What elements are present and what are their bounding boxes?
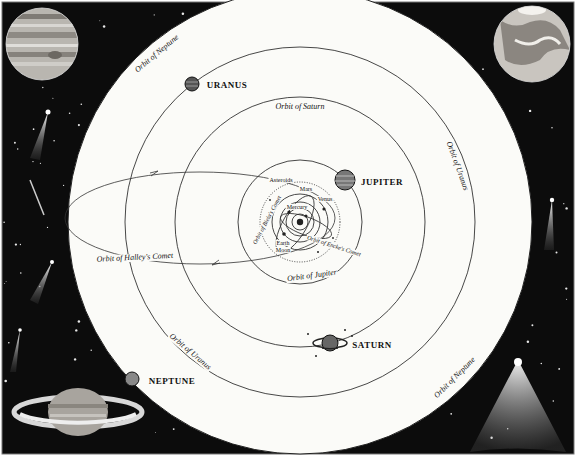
- planet-name: JUPITER: [360, 178, 404, 187]
- star: [4, 380, 7, 383]
- great-comet: [470, 360, 566, 452]
- sun: [297, 219, 303, 225]
- star: [17, 148, 18, 149]
- star: [556, 252, 558, 254]
- star: [75, 329, 77, 331]
- star: [52, 98, 53, 99]
- star: [20, 244, 21, 245]
- uranus-planet: [185, 77, 199, 91]
- comet-orbits: [65, 172, 335, 264]
- body-label: Mercury: [286, 204, 309, 210]
- planet-name: SATURN: [351, 341, 392, 350]
- orbits: [125, 47, 475, 397]
- body-label: Mars: [299, 186, 313, 192]
- star: [182, 12, 185, 15]
- star: [42, 87, 43, 88]
- star: [78, 320, 81, 323]
- star: [74, 358, 76, 360]
- star: [558, 368, 560, 370]
- direction-mark: [150, 171, 158, 176]
- planet-name: URANUS: [206, 81, 249, 90]
- body-label: Venus: [317, 196, 334, 202]
- star: [551, 127, 552, 128]
- star: [90, 349, 91, 350]
- star: [155, 432, 157, 434]
- planet-name: NEPTUNE: [148, 377, 197, 386]
- star: [531, 324, 533, 326]
- star: [563, 203, 564, 204]
- star: [541, 363, 543, 365]
- star: [527, 340, 529, 342]
- direction-mark: [212, 260, 220, 265]
- star: [173, 428, 175, 430]
- body-label: Asteroids: [269, 177, 294, 183]
- body-label: Earth: [276, 240, 291, 246]
- star: [154, 14, 155, 15]
- star: [8, 342, 10, 344]
- star: [565, 287, 567, 289]
- star: [33, 128, 35, 130]
- star: [529, 110, 531, 112]
- star: [3, 221, 5, 223]
- orbit-label: Orbit of Saturn: [275, 103, 326, 111]
- star: [40, 163, 41, 164]
- star: [99, 20, 101, 22]
- star: [47, 227, 48, 228]
- saturn-planet: [307, 329, 353, 357]
- ringed-planet: [14, 388, 142, 436]
- star: [78, 124, 80, 126]
- star: [5, 281, 7, 283]
- star: [80, 103, 82, 105]
- neptune-planet: [125, 372, 139, 386]
- star: [63, 185, 64, 186]
- star: [4, 283, 6, 285]
- star: [553, 400, 555, 402]
- star: [482, 68, 484, 70]
- star: [14, 142, 16, 144]
- star: [53, 140, 55, 142]
- neptune-orbit: [68, 0, 532, 454]
- body-label: Moon: [275, 247, 291, 253]
- star: [565, 207, 567, 209]
- star: [20, 272, 22, 274]
- star: [15, 243, 17, 245]
- banded-planet: [0, 0, 90, 90]
- star: [450, 413, 452, 415]
- mapped-planet: [490, 0, 576, 90]
- jupiter-planet: [335, 170, 355, 190]
- star: [69, 113, 71, 115]
- star: [103, 25, 106, 28]
- star: [566, 299, 567, 300]
- star: [32, 161, 33, 162]
